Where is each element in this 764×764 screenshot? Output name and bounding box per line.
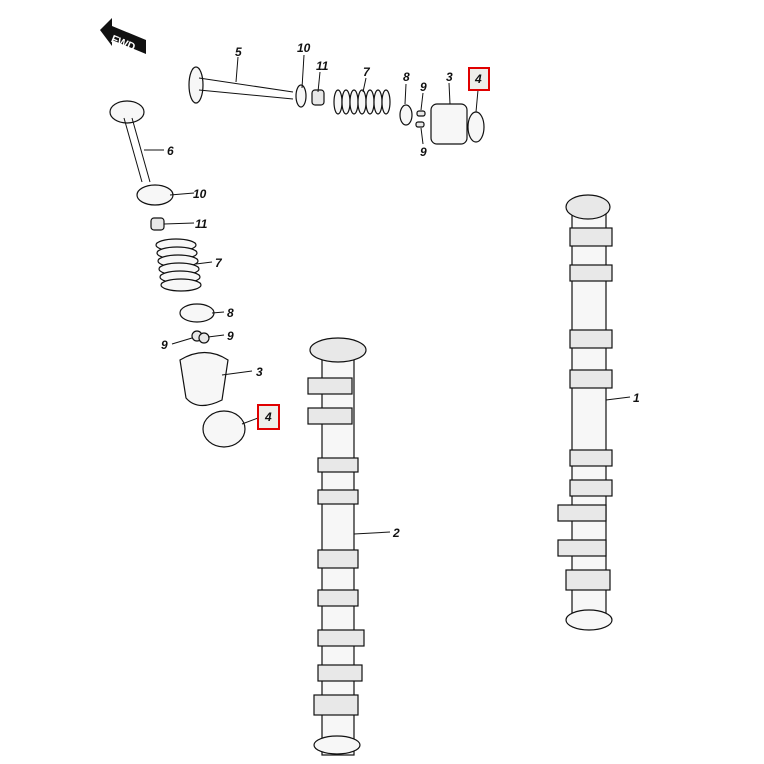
callout-11[interactable]: 11 bbox=[316, 59, 329, 73]
callout-6[interactable]: 6 bbox=[167, 144, 174, 158]
callout-9[interactable]: 9 bbox=[420, 145, 427, 159]
fwd-arrow-icon: FWD bbox=[100, 18, 146, 54]
callout-11[interactable]: 11 bbox=[195, 217, 208, 231]
valve-exploded-top bbox=[188, 66, 485, 145]
valve-exploded-left bbox=[109, 100, 246, 448]
callout-4[interactable]: 4 bbox=[264, 410, 272, 424]
callout-9[interactable]: 9 bbox=[420, 80, 427, 94]
callout-4[interactable]: 4 bbox=[474, 72, 482, 86]
callout-5[interactable]: 5 bbox=[235, 45, 242, 59]
callout-2[interactable]: 2 bbox=[392, 526, 400, 540]
callout-3[interactable]: 3 bbox=[446, 70, 453, 84]
camshaft-1 bbox=[557, 194, 613, 631]
callout-7[interactable]: 7 bbox=[215, 256, 223, 270]
camshaft-2 bbox=[307, 337, 367, 756]
callout-3[interactable]: 3 bbox=[256, 365, 263, 379]
highlight-box-top bbox=[468, 67, 490, 91]
leader-lines bbox=[144, 54, 631, 535]
callout-8[interactable]: 8 bbox=[227, 306, 234, 320]
callout-9[interactable]: 9 bbox=[227, 329, 234, 343]
highlight-box-left bbox=[257, 404, 280, 430]
callout-10[interactable]: 10 bbox=[297, 41, 311, 55]
callout-7[interactable]: 7 bbox=[363, 65, 371, 79]
callout-1[interactable]: 1 bbox=[633, 391, 640, 405]
callout-10[interactable]: 10 bbox=[193, 187, 207, 201]
callout-8[interactable]: 8 bbox=[403, 70, 410, 84]
callout-9[interactable]: 9 bbox=[161, 338, 168, 352]
